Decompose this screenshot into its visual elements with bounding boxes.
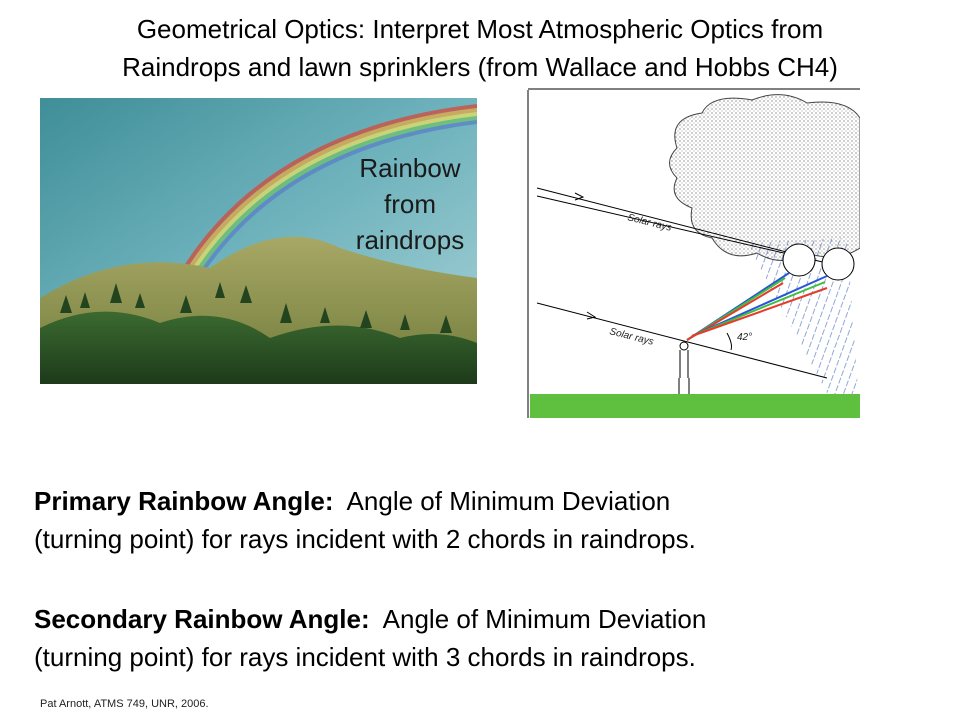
caption-line-2: from — [384, 189, 436, 219]
primary-line-1: Primary Rainbow Angle: Angle of Minimum … — [34, 482, 934, 520]
secondary-term: Secondary Rainbow Angle: — [34, 604, 370, 634]
secondary-rainbow-paragraph: Secondary Rainbow Angle: Angle of Minimu… — [34, 600, 934, 676]
primary-line-2: (turning point) for rays incident with 2… — [34, 524, 696, 554]
solar-ray-lower — [536, 302, 828, 379]
slide-title: Geometrical Optics: Interpret Most Atmos… — [0, 10, 960, 86]
trees — [60, 282, 452, 333]
primary-term: Primary Rainbow Angle: — [34, 486, 334, 516]
angle-label: 42° — [737, 332, 752, 343]
observer-figure — [678, 341, 690, 394]
refracted-colors — [686, 272, 828, 341]
primary-rainbow-paragraph: Primary Rainbow Angle: Angle of Minimum … — [34, 482, 934, 558]
cloud — [669, 94, 860, 261]
solar-rays-label-upper: Solar rays — [626, 212, 672, 234]
caption-line-1: Rainbow — [359, 153, 461, 183]
caption-line-3: raindrops — [355, 225, 465, 255]
primary-definition: Angle of Minimum Deviation — [333, 486, 671, 516]
photo-caption: Rainbow from raindrops — [340, 150, 480, 258]
rainbow-photo — [40, 98, 477, 384]
ray-arrow-icon — [574, 192, 585, 201]
solar-ray-upper-1 — [536, 187, 803, 257]
raindrop-2 — [821, 247, 855, 281]
solar-ray-upper-2 — [536, 195, 828, 264]
ground — [530, 394, 860, 418]
title-line-2: Raindrops and lawn sprinklers (from Wall… — [122, 52, 838, 82]
ray-arrow-icon-lower — [586, 311, 597, 320]
rainbow-geometry-diagram: Solar rays Solar rays 42° — [527, 88, 860, 418]
angle-arc — [726, 332, 732, 351]
solar-rays-label-lower: Solar rays — [608, 326, 654, 348]
forest — [40, 311, 477, 384]
secondary-definition: Angle of Minimum Deviation — [369, 604, 707, 634]
secondary-line-2: (turning point) for rays incident with 3… — [34, 642, 696, 672]
title-line-1: Geometrical Optics: Interpret Most Atmos… — [136, 14, 824, 44]
secondary-line-1: Secondary Rainbow Angle: Angle of Minimu… — [34, 600, 934, 638]
footer-credit: Pat Arnott, ATMS 749, UNR, 2006. — [40, 698, 209, 710]
raindrop-1 — [782, 243, 816, 277]
